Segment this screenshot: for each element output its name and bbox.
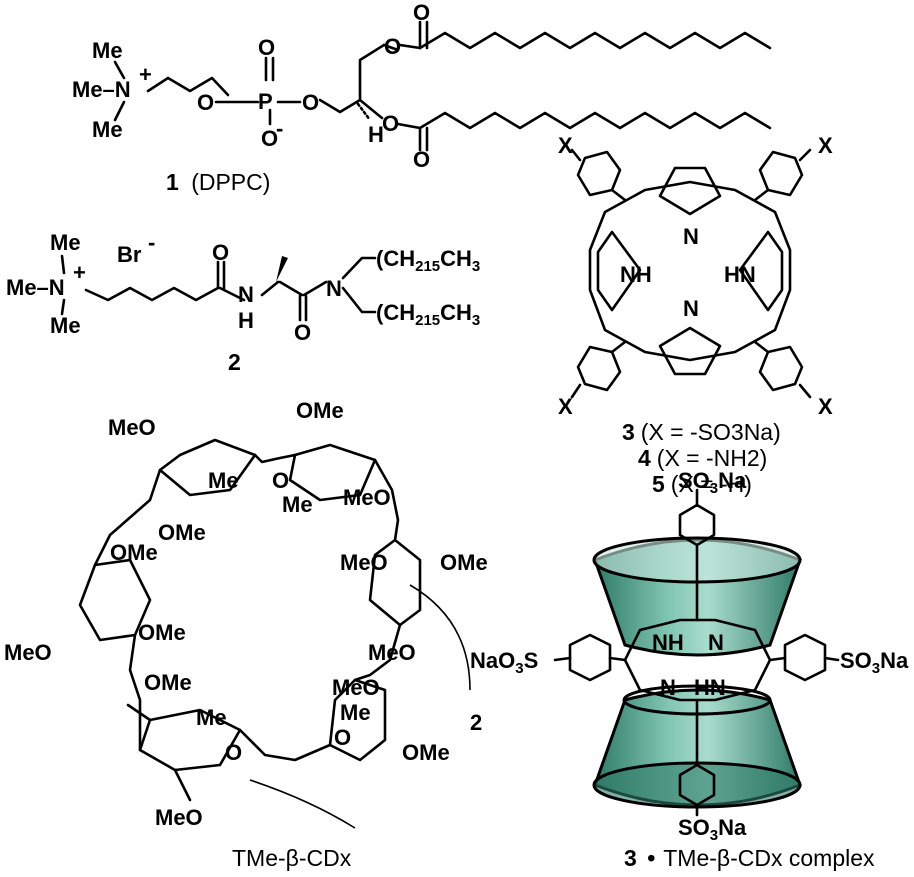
oxygen-label: O bbox=[413, 0, 430, 25]
methyl-label: Me bbox=[50, 313, 81, 338]
methoxy-label: MeO bbox=[4, 640, 52, 665]
complex-so3na-top: SO3Na bbox=[678, 468, 747, 497]
porphyrin-structure: N N NH HN X X X X 3(X = -SO3Na) 4(X = -N… bbox=[558, 133, 833, 497]
porphyrin-hn-right: HN bbox=[724, 262, 756, 287]
porphyrin-nh-left: NH bbox=[620, 262, 652, 287]
complex-nh-top: NH bbox=[652, 630, 684, 655]
oxygen-label: O bbox=[334, 725, 351, 750]
substituent-x: X bbox=[818, 394, 833, 419]
substituent-x: X bbox=[558, 394, 573, 419]
charge-minus: - bbox=[148, 230, 155, 255]
complex-so3na-right: SO3Na bbox=[840, 648, 909, 677]
complex-so3na-bottom: SO3Na bbox=[678, 815, 747, 844]
cyclodextrin-caption: TMe-β-CDx bbox=[232, 845, 352, 871]
methyl-label: Me bbox=[282, 492, 313, 517]
repeat-bracket bbox=[409, 584, 471, 691]
complex-hn-bottom: HN bbox=[694, 675, 726, 700]
complex-n-bottom: N bbox=[660, 675, 676, 700]
oxygen-label: O bbox=[258, 35, 275, 60]
charge-minus: - bbox=[276, 116, 283, 141]
cyclodextrin-structure: OMe MeO Me OMe O Me MeO MeO OMe MeO MeO … bbox=[4, 398, 488, 871]
compound-1-caption: 1 (DPPC) bbox=[166, 169, 270, 195]
methoxy-label: MeO bbox=[108, 415, 156, 440]
hydrogen-label: H bbox=[368, 122, 384, 147]
complex-n-top: N bbox=[708, 630, 724, 655]
methyl-label: Me–N bbox=[72, 77, 131, 102]
oxygen-label: O bbox=[212, 240, 229, 265]
methoxy-label: OMe bbox=[158, 520, 206, 545]
methoxy-label: MeO bbox=[332, 675, 380, 700]
methoxy-label: MeO bbox=[368, 640, 416, 665]
bromide-label: Br bbox=[117, 242, 142, 267]
methoxy-label: OMe bbox=[296, 398, 344, 423]
phosphorus-label: P bbox=[258, 89, 273, 114]
methoxy-label: MeO bbox=[340, 550, 388, 575]
oxygen-label: O bbox=[302, 90, 319, 115]
alkyl-chain-bottom: (CH215CH3 bbox=[376, 300, 480, 329]
palmitoyl-chain-top bbox=[418, 31, 772, 50]
methyl-label: Me bbox=[92, 38, 123, 63]
complex-structure: NH N N HN SO3Na SO3Na NaO3S SO3Na 3 • TM… bbox=[470, 468, 909, 871]
oxygen-label: O bbox=[294, 320, 311, 345]
methoxy-label: MeO bbox=[155, 805, 203, 830]
porphyrin-n-bottom: N bbox=[683, 296, 699, 321]
compound-2: Me Me–N + Me Br - O N H O N (CH215CH3 (C… bbox=[6, 230, 480, 375]
oxygen-label: O bbox=[272, 468, 289, 493]
nitrogen-label: N bbox=[326, 276, 342, 301]
methoxy-label: OMe bbox=[402, 740, 450, 765]
compound-2-number: 2 bbox=[228, 349, 241, 375]
methyl-label: Me bbox=[208, 468, 239, 493]
oxygen-label: O bbox=[261, 126, 278, 151]
porphyrin-n-top: N bbox=[683, 224, 699, 249]
substituent-x: X bbox=[558, 133, 573, 158]
oxygen-label: O bbox=[197, 90, 214, 115]
oxygen-label: O bbox=[384, 34, 401, 59]
repeat-count: 2 bbox=[470, 710, 482, 735]
methyl-label: Me bbox=[340, 700, 371, 725]
charge-plus: + bbox=[139, 62, 152, 87]
hydrogen-label: H bbox=[238, 308, 254, 333]
methoxy-label: MeO bbox=[343, 485, 391, 510]
compound-4-label: 4(X = -NH2) bbox=[638, 445, 767, 471]
oxygen-label: O bbox=[413, 147, 430, 172]
substituent-x: X bbox=[818, 133, 833, 158]
compound-5-label: 5(X = -H) bbox=[652, 471, 752, 497]
compound-3-label: 3(X = -SO3Na) bbox=[622, 419, 781, 445]
complex-caption: 3 • TMe-β-CDx complex bbox=[624, 845, 875, 871]
compound-1-dppc: Me Me–N + Me O P O O - O H O O O O bbox=[72, 0, 772, 195]
nitrogen-label: N bbox=[238, 282, 254, 307]
alkyl-chain-top: (CH215CH3 bbox=[376, 246, 480, 275]
repeat-bracket bbox=[249, 779, 356, 829]
methyl-label: Me–N bbox=[6, 275, 65, 300]
methoxy-label: OMe bbox=[110, 540, 158, 565]
methoxy-label: OMe bbox=[144, 670, 192, 695]
methyl-label: Me bbox=[92, 117, 123, 142]
oxygen-label: O bbox=[382, 111, 399, 136]
methoxy-label: OMe bbox=[440, 550, 488, 575]
charge-plus: + bbox=[73, 260, 86, 285]
methyl-label: Me bbox=[50, 230, 81, 255]
oxygen-label: O bbox=[225, 740, 242, 765]
palmitoyl-chain-bottom bbox=[418, 111, 772, 130]
methoxy-label: OMe bbox=[138, 620, 186, 645]
complex-so3na-left: NaO3S bbox=[470, 648, 538, 677]
methyl-label: Me bbox=[196, 705, 227, 730]
